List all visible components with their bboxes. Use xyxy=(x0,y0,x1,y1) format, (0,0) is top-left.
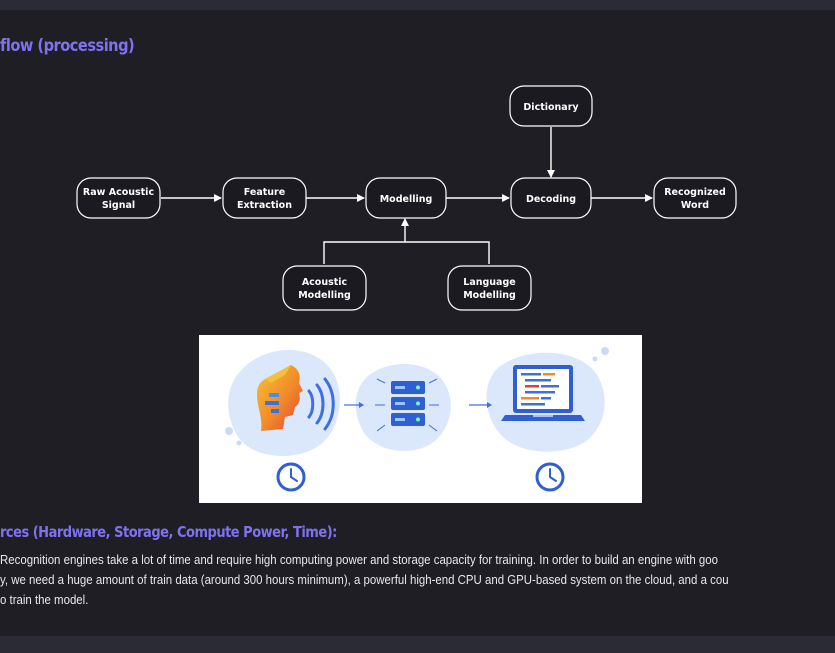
paragraph-line: Recognition engines take a lot of time a… xyxy=(0,552,718,567)
node-recognized-word: Recognized Word xyxy=(653,177,737,219)
svg-text:Signal: Signal xyxy=(102,200,135,211)
svg-text:Language: Language xyxy=(463,277,515,288)
section-heading-flow: flow (processing) xyxy=(0,36,135,56)
bottom-bar xyxy=(0,636,835,653)
section-heading-resources: rces (Hardware, Storage, Compute Power, … xyxy=(0,523,337,541)
svg-text:Feature: Feature xyxy=(244,187,285,198)
svg-text:Word: Word xyxy=(681,200,709,211)
top-bar xyxy=(0,0,835,10)
svg-text:Modelling: Modelling xyxy=(380,194,433,205)
svg-text:Dictionary: Dictionary xyxy=(523,102,579,113)
clock-icon xyxy=(276,462,306,492)
svg-text:Acoustic: Acoustic xyxy=(302,277,347,288)
node-modelling: Modelling xyxy=(365,177,447,219)
svg-text:Recognized: Recognized xyxy=(664,187,726,198)
paragraph-line: y, we need a huge amount of train data (… xyxy=(0,572,729,587)
svg-text:Modelling: Modelling xyxy=(463,290,516,301)
node-decoding: Decoding xyxy=(510,177,592,219)
node-dictionary: Dictionary xyxy=(509,85,593,127)
laptop-code-icon xyxy=(501,365,585,421)
speech-recognition-illustration xyxy=(199,335,642,503)
resources-paragraph: Recognition engines take a lot of time a… xyxy=(0,550,730,610)
speaking-head-icon xyxy=(257,365,335,431)
svg-text:Raw Acoustic: Raw Acoustic xyxy=(83,187,154,198)
edge-models-bracket xyxy=(323,241,490,264)
node-raw-acoustic-signal: Raw Acoustic Signal xyxy=(76,177,161,219)
svg-text:Decoding: Decoding xyxy=(526,194,576,205)
node-acoustic-modelling: Acoustic Modelling xyxy=(282,265,367,311)
asr-flow-diagram: Raw Acoustic Signal Feature Extraction M… xyxy=(76,85,737,311)
node-feature-extraction: Feature Extraction xyxy=(222,177,307,219)
svg-text:Modelling: Modelling xyxy=(298,290,351,301)
node-language-modelling: Language Modelling xyxy=(447,265,532,311)
paragraph-line: o train the model. xyxy=(0,592,89,607)
clock-icon xyxy=(535,462,565,492)
server-icon xyxy=(375,378,439,432)
svg-text:Extraction: Extraction xyxy=(237,200,292,211)
